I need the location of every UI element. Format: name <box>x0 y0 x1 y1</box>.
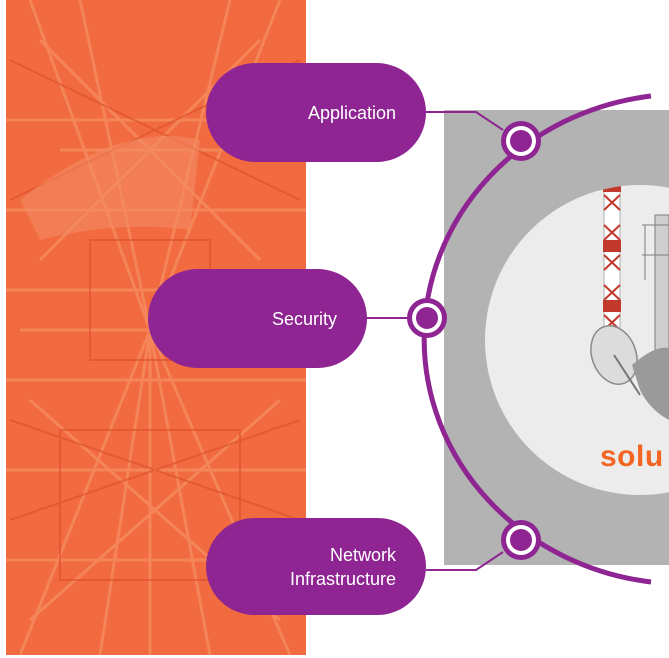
brand-text-fragment: solu <box>600 440 664 473</box>
network-infrastructure-label: Network Infrastructure <box>289 544 396 589</box>
application-pill: Application <box>206 63 426 162</box>
connector-arc <box>421 93 652 585</box>
application-label: Application <box>307 102 396 123</box>
network-infrastructure-pill: Network Infrastructure <box>206 518 426 615</box>
inner-circle <box>485 185 669 495</box>
security-label: Security <box>271 308 337 329</box>
security-pill: Security <box>148 269 367 368</box>
telecom-tower-illustration <box>590 185 669 420</box>
